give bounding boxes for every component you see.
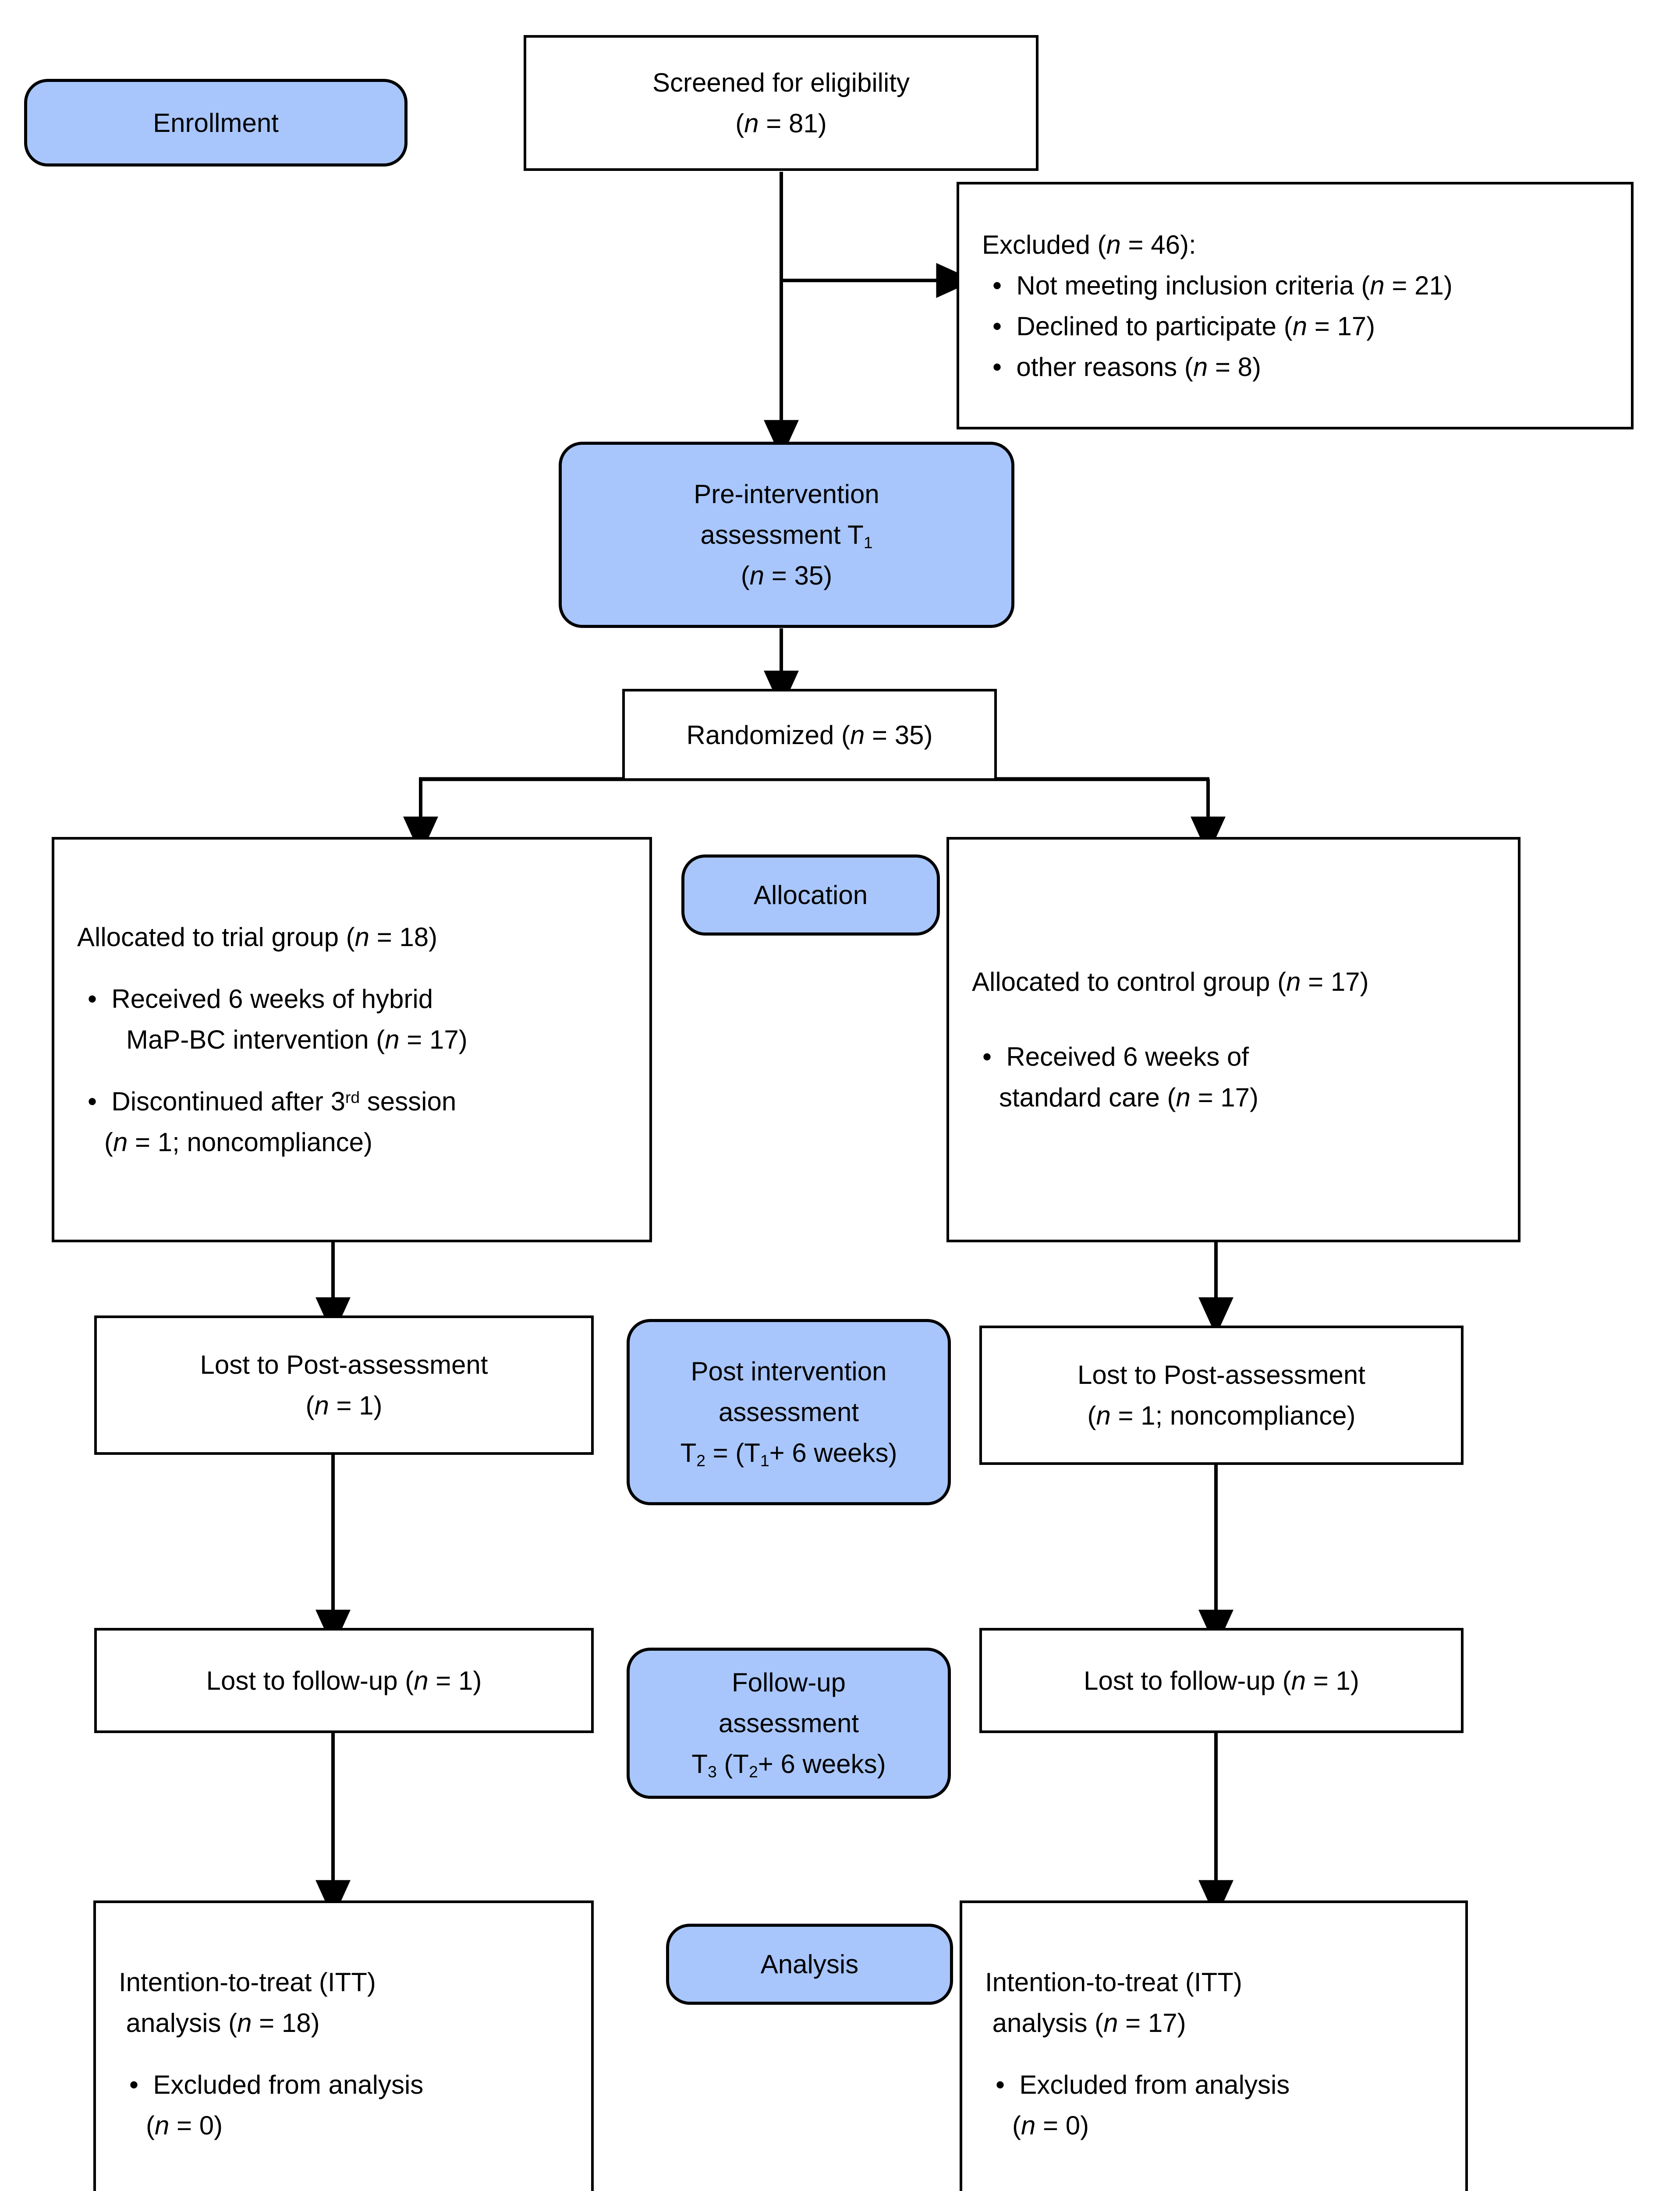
excluded-item-1: • Declined to participate (n = 17) [992, 311, 1375, 341]
lost-followup-left-text: Lost to follow-up (n = 1) [206, 1666, 482, 1695]
lost-post-right-line-2: (n = 1; noncompliance) [1087, 1401, 1356, 1430]
pre-intervention-line-1: Pre-intervention [694, 479, 879, 509]
itt-analysis-control-box: Intention-to-treat (ITT) analysis (n = 1… [960, 1900, 1468, 2191]
itt-right-bullet-line-1: • Excluded from analysis [996, 2070, 1290, 2099]
pre-intervention-line-3: (n = 35) [741, 561, 833, 590]
stage-label-enrollment-text: Enrollment [153, 108, 279, 138]
itt-right-line-1: Intention-to-treat (ITT) [985, 1968, 1242, 1997]
post-stage-line-2: assessment [718, 1397, 859, 1427]
followup-stage-line-3: T3 (T2+ 6 weeks) [691, 1749, 886, 1781]
trial-group-bullet-0-line-1: • Received 6 weeks of hybrid [88, 984, 433, 1014]
excluded-heading: Excluded (n = 46): [982, 230, 1196, 259]
itt-right-line-2: analysis (n = 17) [992, 2008, 1186, 2038]
lost-to-post-assessment-trial-box: Lost to Post-assessment (n = 1) [94, 1315, 594, 1455]
allocated-trial-group-box: Allocated to trial group (n = 18) • Rece… [52, 837, 652, 1242]
stage-label-allocation-text: Allocation [753, 880, 868, 910]
allocated-control-group-box: Allocated to control group (n = 17) • Re… [946, 837, 1521, 1242]
trial-group-heading: Allocated to trial group (n = 18) [77, 922, 438, 952]
itt-left-line-1: Intention-to-treat (ITT) [119, 1968, 376, 1997]
randomized-text: Randomized (n = 35) [686, 720, 933, 750]
pre-intervention-line-2: assessment T1 [700, 520, 873, 552]
control-group-heading: Allocated to control group (n = 17) [972, 967, 1369, 996]
lost-post-left-line-1: Lost to Post-assessment [200, 1350, 488, 1379]
stage-label-allocation: Allocation [681, 854, 940, 936]
stage-label-enrollment: Enrollment [24, 79, 408, 167]
itt-left-line-2: analysis (n = 18) [126, 2008, 320, 2038]
screened-line-1: Screened for eligibility [652, 68, 910, 97]
control-group-bullet-0-line-2: standard care (n = 17) [999, 1083, 1259, 1112]
lost-post-left-line-2: (n = 1) [305, 1391, 383, 1420]
itt-left-bullet-line-1: • Excluded from analysis [129, 2070, 424, 2099]
post-stage-line-3: T2 = (T1+ 6 weeks) [680, 1438, 897, 1470]
trial-group-bullet-1-line-2: (n = 1; noncompliance) [104, 1127, 373, 1157]
control-group-bullet-0-line-1: • Received 6 weeks of [982, 1042, 1249, 1071]
followup-stage-line-2: assessment [718, 1709, 859, 1738]
post-stage-line-1: Post intervention [691, 1357, 887, 1386]
stage-label-followup-assessment: Follow-up assessment T3 (T2+ 6 weeks) [627, 1648, 951, 1799]
itt-right-bullet-line-2: (n = 0) [1012, 2111, 1089, 2140]
excluded-box: Excluded (n = 46): • Not meeting inclusi… [957, 182, 1634, 429]
excluded-item-2: • other reasons (n = 8) [992, 352, 1262, 382]
lost-to-followup-trial-box: Lost to follow-up (n = 1) [94, 1628, 594, 1733]
itt-left-bullet-line-2: (n = 0) [146, 2111, 223, 2140]
stage-label-analysis-text: Analysis [760, 1950, 859, 1979]
followup-stage-line-1: Follow-up [731, 1668, 846, 1697]
trial-group-bullet-0-line-2: MaP-BC intervention (n = 17) [126, 1025, 468, 1054]
lost-to-post-assessment-control-box: Lost to Post-assessment (n = 1; noncompl… [979, 1326, 1464, 1465]
lost-post-right-line-1: Lost to Post-assessment [1077, 1360, 1365, 1390]
lost-to-followup-control-box: Lost to follow-up (n = 1) [979, 1628, 1464, 1733]
excluded-item-0: • Not meeting inclusion criteria (n = 21… [992, 270, 1453, 300]
screened-line-2: (n = 81) [735, 109, 827, 138]
stage-label-post-intervention-assessment: Post intervention assessment T2 = (T1+ 6… [627, 1319, 951, 1505]
stage-label-analysis: Analysis [666, 1924, 953, 2005]
pre-intervention-assessment-box: Pre-intervention assessment T1 (n = 35) [559, 442, 1014, 628]
trial-group-bullet-1-line-1: • Discontinued after 3rd session [88, 1087, 457, 1116]
screened-for-eligibility-box: Screened for eligibility (n = 81) [524, 35, 1038, 171]
lost-followup-right-text: Lost to follow-up (n = 1) [1084, 1666, 1359, 1695]
itt-analysis-trial-box: Intention-to-treat (ITT) analysis (n = 1… [93, 1900, 594, 2191]
randomized-box: Randomized (n = 35) [622, 689, 997, 781]
